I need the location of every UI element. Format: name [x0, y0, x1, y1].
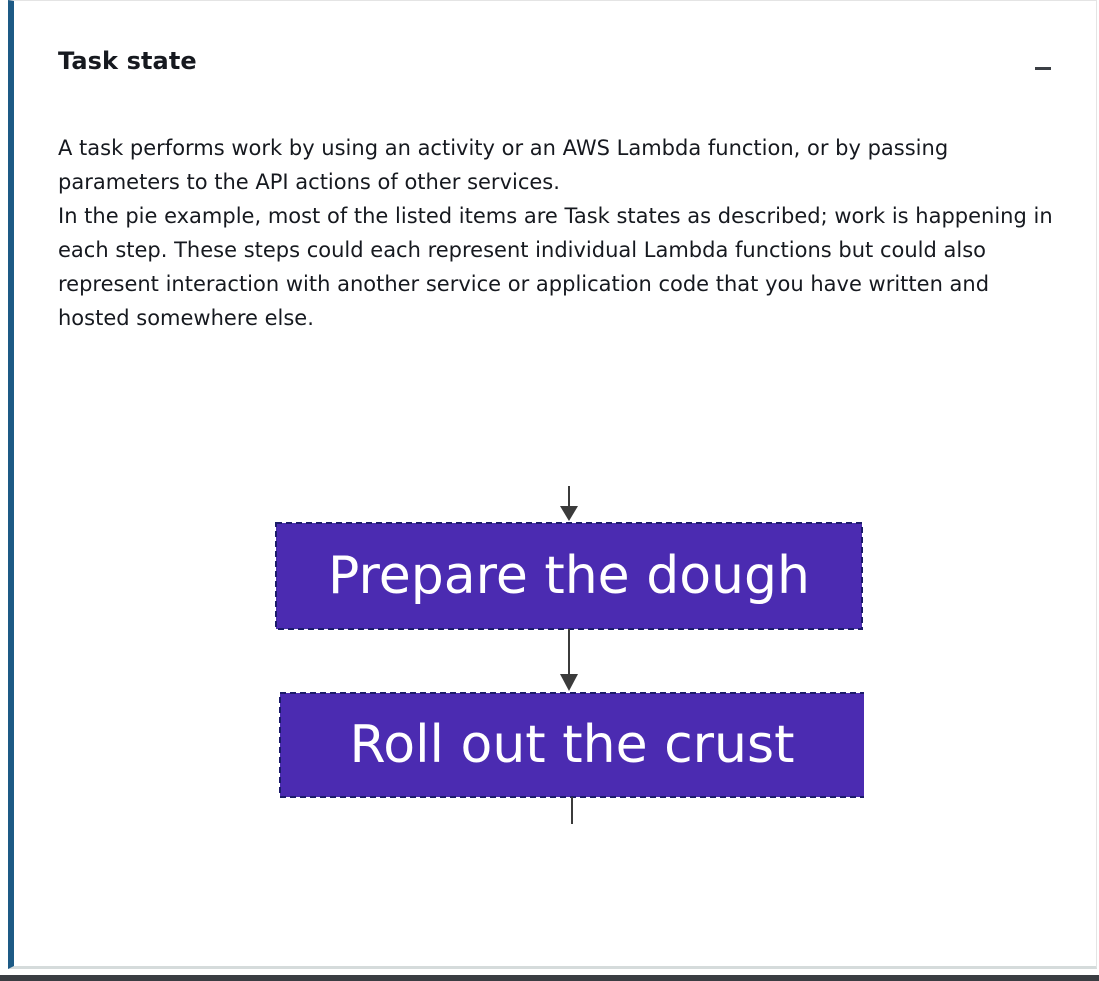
step-label-2: Roll out the crust — [350, 715, 795, 775]
collapse-button[interactable] — [1028, 53, 1058, 83]
arrowhead-middle — [560, 674, 578, 691]
arrowhead-in — [560, 506, 578, 521]
task-state-panel: Task state A task performs work by using… — [8, 0, 1097, 969]
minus-icon — [1035, 67, 1051, 70]
description-paragraph-2: In the pie example, most of the listed i… — [58, 204, 1053, 330]
step-label-1: Prepare the dough — [328, 546, 810, 606]
panel-header[interactable]: Task state — [14, 1, 1096, 111]
step-box-1 — [275, 522, 863, 630]
panel-title: Task state — [58, 47, 197, 75]
step-box-2 — [279, 692, 867, 798]
panel-description: A task performs work by using an activit… — [58, 131, 1058, 335]
task-flow-svg: Prepare the dough Roll out the crust — [275, 486, 867, 824]
description-paragraph-1: A task performs work by using an activit… — [58, 136, 949, 194]
bottom-divider — [0, 975, 1099, 981]
task-flow-diagram: Prepare the dough Roll out the crust — [254, 486, 867, 831]
